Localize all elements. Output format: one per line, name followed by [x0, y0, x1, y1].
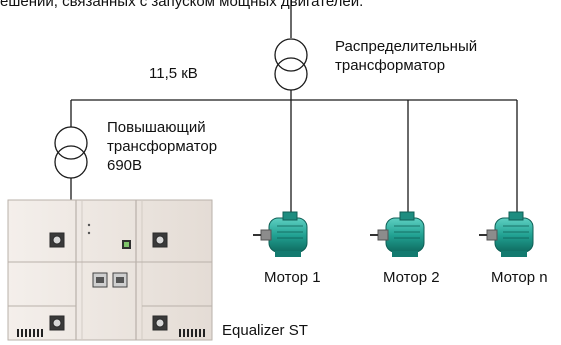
step-up-transformer-label: Повышающий трансформатор 690В — [107, 118, 217, 175]
motor-1-label: Мотор 1 — [264, 269, 321, 286]
step-up-transformer-line1: Повышающий — [107, 119, 206, 136]
motor-1-icon — [253, 211, 308, 257]
step-up-transformer-symbol — [54, 126, 88, 179]
cabinet-label: Equalizer ST — [222, 322, 308, 339]
motor-n-label: Мотор n — [491, 269, 548, 286]
cabinet-gauge — [49, 232, 168, 331]
distribution-transformer-line1: Распределительный — [335, 38, 478, 55]
cabinet-vents — [17, 329, 205, 337]
voltage-label: 11,5 кВ — [149, 65, 198, 82]
motor-2-label: Мотор 2 — [383, 269, 440, 286]
motor-2-icon — [370, 211, 425, 257]
distribution-transformer-symbol — [274, 38, 308, 91]
motor-n-icon — [479, 211, 534, 257]
step-up-transformer-line3: 690В — [107, 157, 143, 174]
distribution-transformer-line2: трансформатор — [335, 57, 446, 74]
header-fragment: ешений, связанных с запуском мощных двиг… — [0, 0, 364, 10]
equalizer-cabinet — [7, 199, 213, 341]
step-up-transformer-line2: трансформатор — [107, 138, 218, 155]
distribution-transformer-label: Распределительный трансформатор — [335, 37, 477, 75]
